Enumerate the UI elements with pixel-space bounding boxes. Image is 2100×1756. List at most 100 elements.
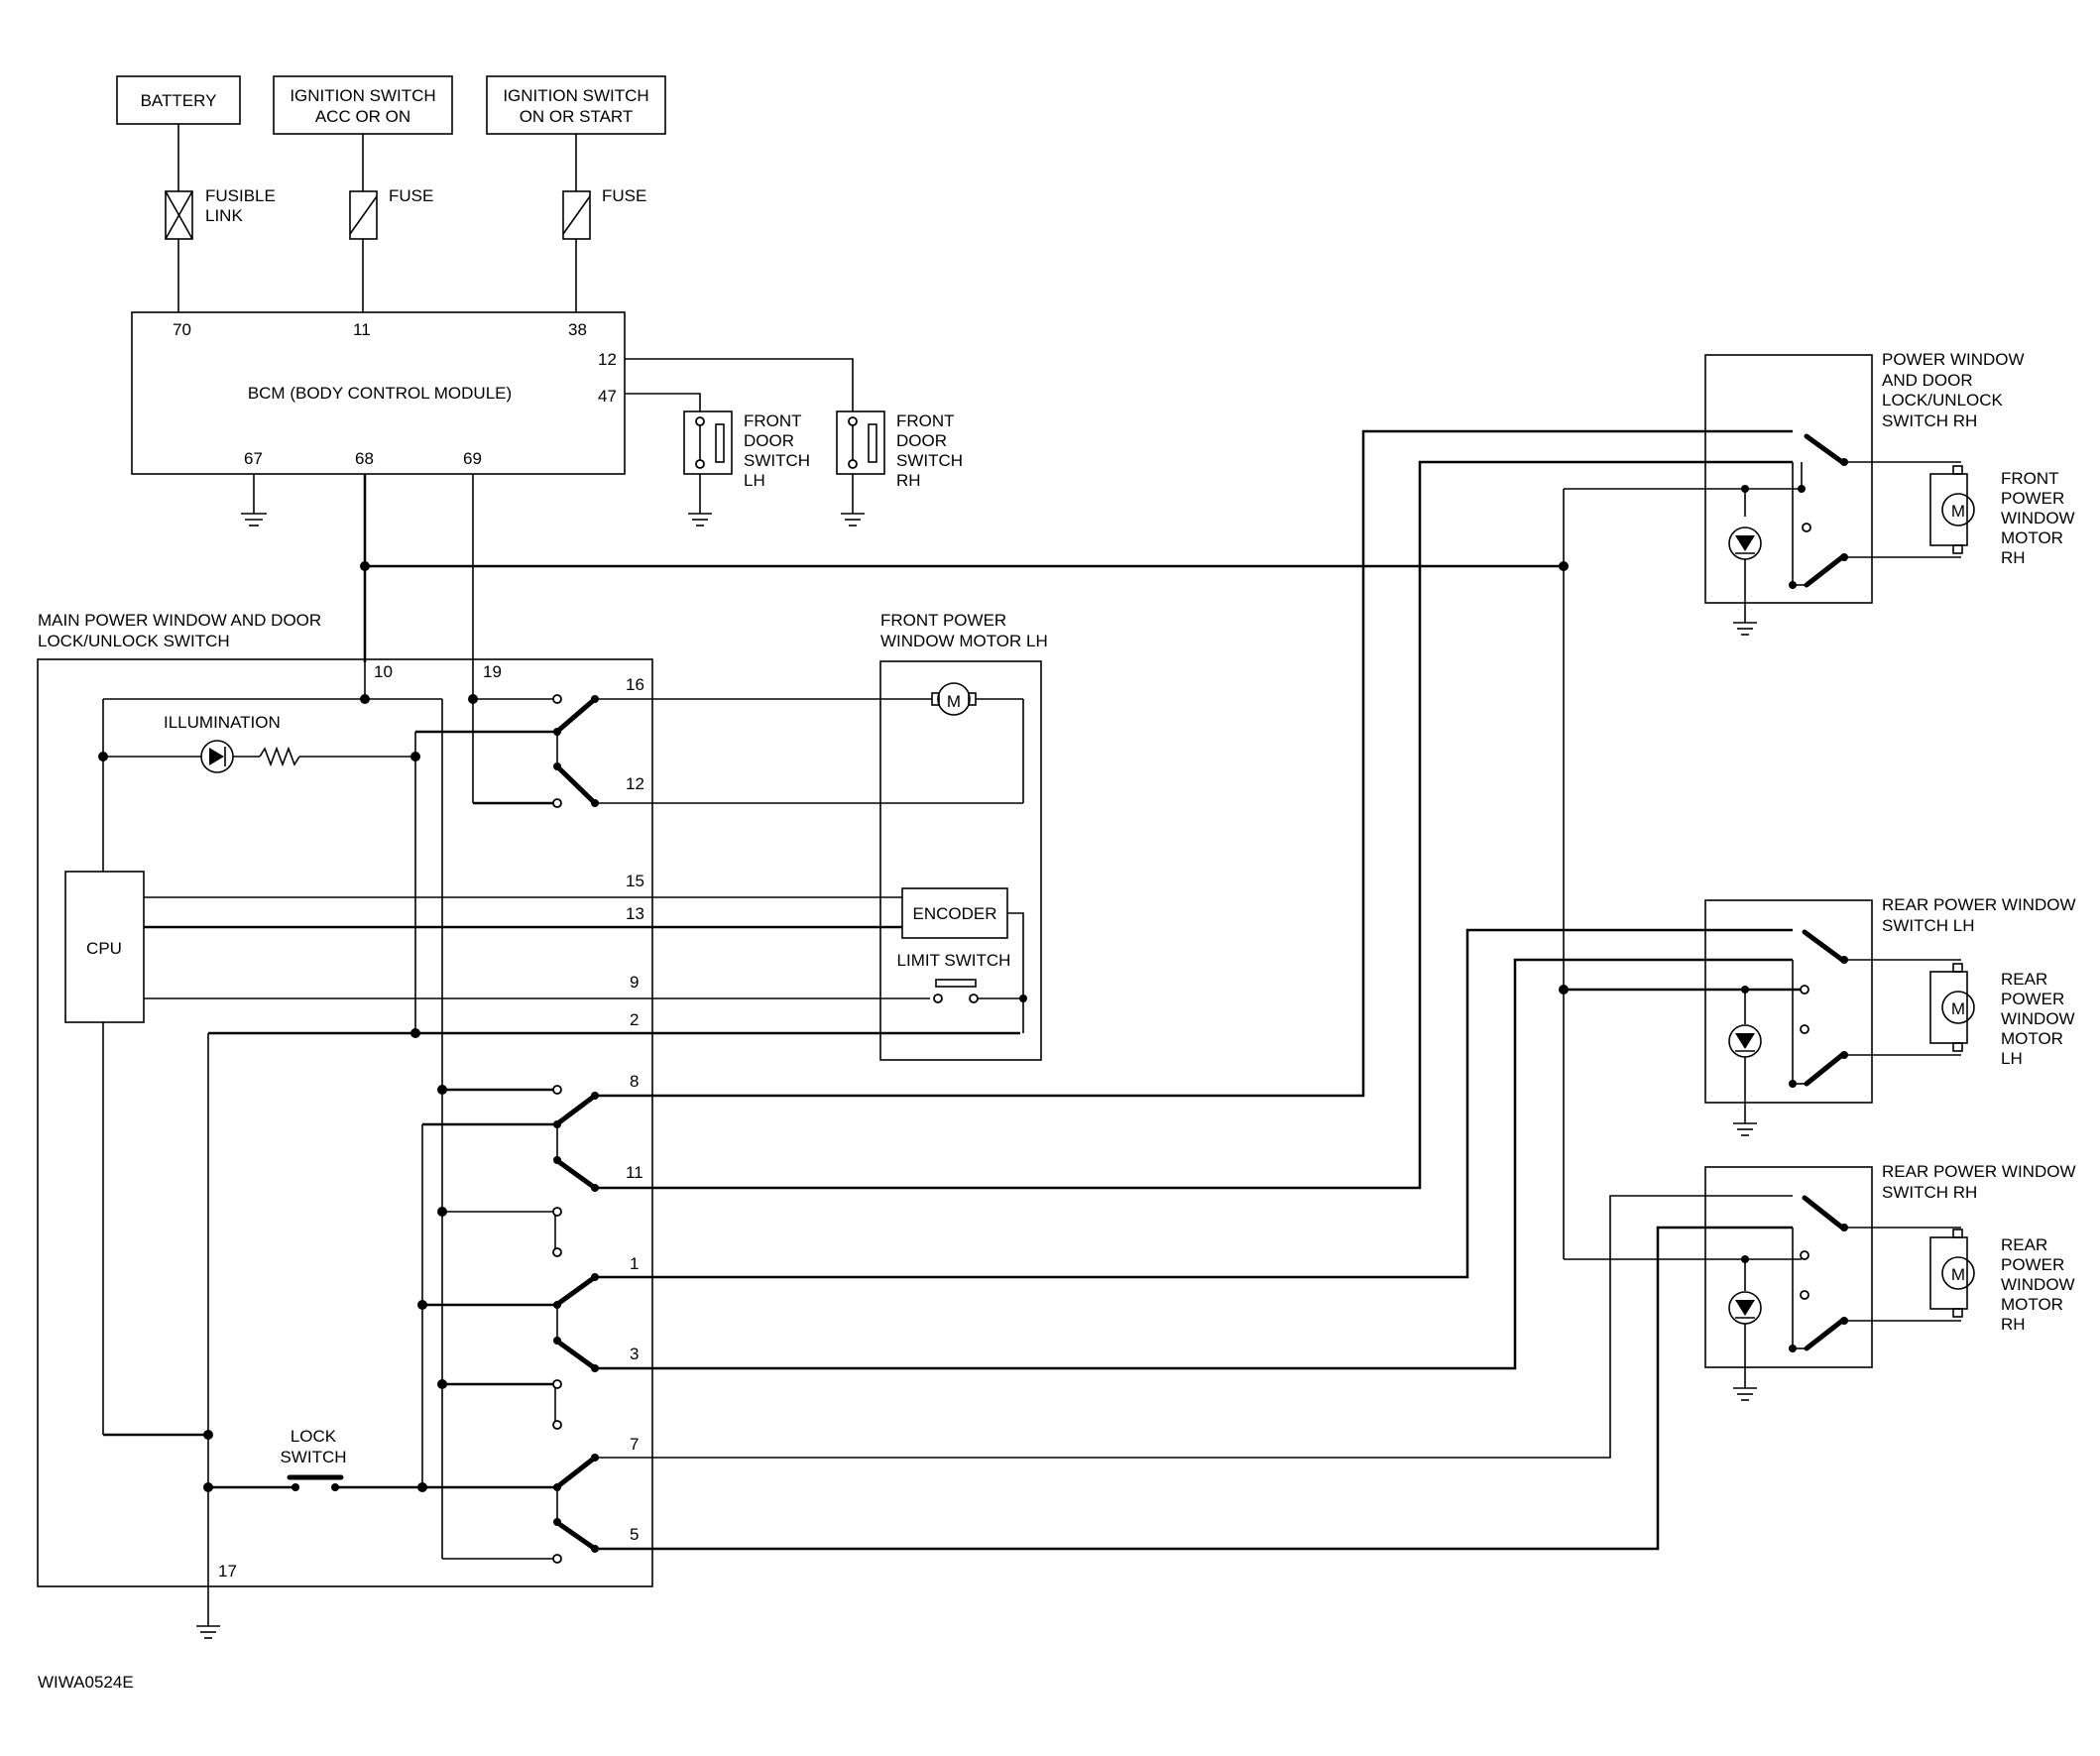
bcm-pin: 11 [353, 320, 371, 339]
main-switch-box: 10 19 16 12 15 13 9 2 8 11 1 3 7 5 17 [37, 658, 653, 1587]
pw-switch-rh-label: AND DOOR [1882, 371, 1973, 390]
power-sources: BATTERY IGNITION SWITCH ACC OR ON IGNITI… [116, 75, 666, 135]
fusible-link-icon [165, 190, 193, 240]
pw-switch-rh-label: SWITCH RH [1882, 411, 1977, 430]
rear-motor-lh [1929, 963, 1975, 1052]
lock-switch-icon [287, 1474, 344, 1491]
rear-motor-lh-label: POWER [2001, 990, 2064, 1008]
rear-motor-lh-label: LH [2001, 1049, 2023, 1068]
bcm-pin: 67 [244, 449, 263, 468]
front-motor-rh [1929, 465, 1975, 554]
bcm-pin: 38 [568, 320, 587, 339]
rear-switch-lh-box [1704, 899, 1961, 1136]
fusible-link-label-2: LINK [205, 206, 243, 225]
bcm-module: BCM (BODY CONTROL MODULE) 70 11 38 12 47… [131, 311, 626, 475]
bcm-pin: 12 [598, 350, 617, 369]
main-switch-pin: 8 [630, 1072, 639, 1091]
front-door-switch-lh-label: SWITCH [744, 451, 810, 470]
main-switch-pin: 7 [630, 1435, 639, 1454]
main-switch-internal-wiring [98, 662, 1020, 1626]
ignition-acc-label-1: IGNITION SWITCH [290, 86, 435, 105]
front-door-switch-rh-label: RH [896, 471, 921, 490]
battery-label: BATTERY [141, 91, 217, 110]
main-switch-pin: 2 [630, 1010, 639, 1029]
main-switch-pin: 11 [626, 1163, 643, 1182]
illumination-label: ILLUMINATION [164, 713, 281, 732]
fuse-label-on: FUSE [602, 186, 646, 205]
rear-motor-lh-symbol: M [1951, 999, 1965, 1018]
limit-switch-label: LIMIT SWITCH [897, 951, 1011, 970]
main-switch-title-1: MAIN POWER WINDOW AND DOOR [38, 611, 321, 630]
front-door-switch-rh [836, 410, 885, 527]
ignition-on-label-2: ON OR START [520, 107, 634, 126]
rear-motor-rh-label: RH [2001, 1315, 2026, 1334]
main-switch-title-2: LOCK/UNLOCK SWITCH [38, 632, 230, 650]
bcm-pin: 68 [355, 449, 374, 468]
main-switch-pin: 13 [626, 904, 644, 923]
bcm-pin: 70 [173, 320, 191, 339]
pw-switch-rh-label: POWER WINDOW [1882, 350, 2025, 369]
main-switch-pin: 3 [630, 1345, 639, 1363]
fuse-label-acc: FUSE [389, 186, 433, 205]
front-motor-lh-symbol: M [947, 692, 961, 711]
rear-motor-rh-label: WINDOW [2001, 1275, 2075, 1294]
fuse-icon [562, 190, 591, 240]
fusible-link-label-1: FUSIBLE [205, 186, 276, 205]
ground-icon [196, 1625, 220, 1639]
encoder-label: ENCODER [912, 904, 996, 923]
pw-switch-rh-label: LOCK/UNLOCK [1882, 391, 2004, 410]
front-motor-rh-label: MOTOR [2001, 528, 2063, 547]
main-switch-pin: 5 [630, 1525, 639, 1544]
main-switch-pin: 15 [626, 872, 644, 890]
front-motor-lh-title-2: WINDOW MOTOR LH [880, 632, 1048, 650]
bcm-pin: 69 [463, 449, 482, 468]
front-door-switch-rh-label: FRONT [896, 411, 955, 430]
main-switch-contacts [552, 694, 599, 1564]
main-switch-pin: 1 [630, 1254, 639, 1273]
rear-switch-lh-label: REAR POWER WINDOW [1882, 895, 2076, 914]
front-motor-rh-label: POWER [2001, 489, 2064, 508]
front-motor-rh-symbol: M [1951, 502, 1965, 521]
lock-switch-label-2: SWITCH [280, 1448, 346, 1466]
rear-motor-rh [1929, 1229, 1975, 1318]
rear-motor-lh-label: REAR [2001, 970, 2047, 989]
main-switch-pin: 16 [626, 675, 644, 694]
front-motor-lh-box [595, 660, 1042, 1061]
rear-motor-rh-label: REAR [2001, 1235, 2047, 1254]
front-door-switch-lh [683, 410, 733, 527]
source-wires [177, 124, 577, 312]
rear-motor-rh-label: MOTOR [2001, 1295, 2063, 1314]
fuse-icon [349, 190, 378, 240]
illumination-led-icon [200, 740, 234, 773]
front-door-switch-lh-label: LH [744, 471, 765, 490]
lock-switch-label-1: LOCK [291, 1427, 337, 1446]
rear-switch-lh-label: SWITCH LH [1882, 916, 1975, 935]
door-switch-wires [625, 358, 854, 411]
cpu-block: CPU [64, 871, 145, 1023]
front-motor-rh-label: WINDOW [2001, 509, 2075, 527]
bcm-label: BCM (BODY CONTROL MODULE) [248, 384, 512, 403]
main-switch-pin: 9 [630, 973, 639, 992]
rear-switch-rh-label: SWITCH RH [1882, 1183, 1977, 1202]
rear-switch-rh-box [1704, 1166, 1961, 1401]
front-door-switch-lh-label: DOOR [744, 431, 794, 450]
main-switch-pin: 17 [218, 1562, 237, 1580]
ignition-acc-label-2: ACC OR ON [315, 107, 410, 126]
pw-switch-rh-box [1704, 354, 1961, 636]
front-motor-rh-label: RH [2001, 548, 2026, 567]
figure-code: WIWA0524E [38, 1673, 134, 1692]
output-wires [595, 429, 1802, 1551]
bcm-pin: 47 [598, 387, 617, 406]
main-switch-pin: 19 [483, 662, 502, 681]
rear-switch-rh-label: REAR POWER WINDOW [1882, 1162, 2076, 1181]
rear-motor-lh-label: WINDOW [2001, 1009, 2075, 1028]
front-motor-rh-label: FRONT [2001, 469, 2059, 488]
main-switch-pin: 12 [626, 774, 644, 793]
rear-motor-lh-label: MOTOR [2001, 1029, 2063, 1048]
front-door-switch-rh-label: DOOR [896, 431, 947, 450]
cpu-label: CPU [86, 939, 122, 958]
ignition-on-label-1: IGNITION SWITCH [503, 86, 648, 105]
front-door-switch-lh-label: FRONT [744, 411, 802, 430]
front-motor-lh-title-1: FRONT POWER [880, 611, 1006, 630]
